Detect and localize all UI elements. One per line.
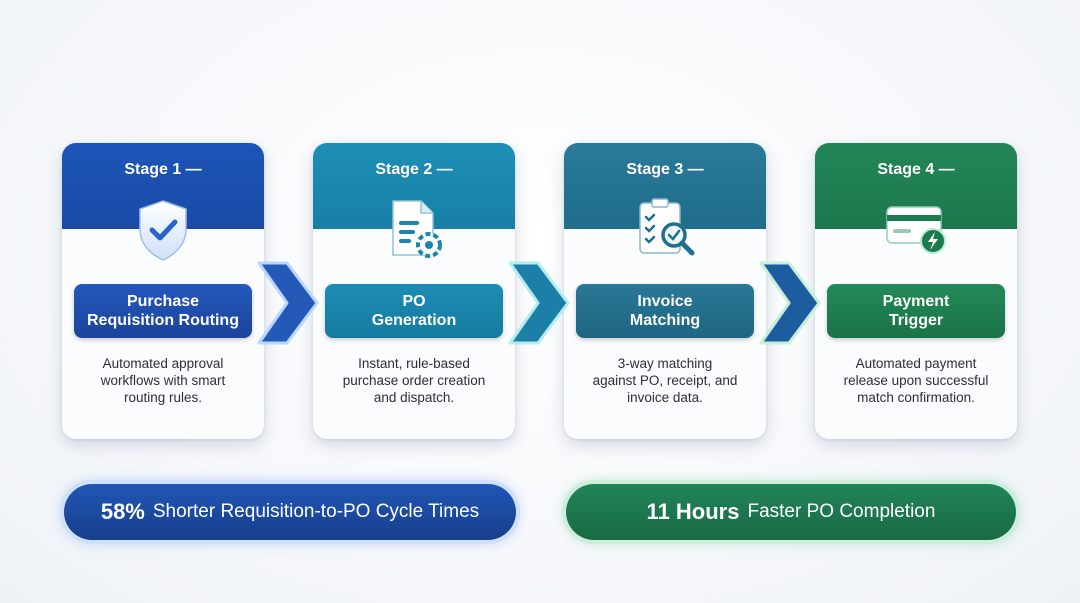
metric-value: 58%: [100, 499, 145, 524]
chevron-right-icon: [508, 261, 570, 345]
chevron-right-icon: [759, 261, 821, 345]
stage-title: Stage 4 —: [877, 161, 955, 178]
metric-label: Shorter Requisition-to-PO Cycle Times: [152, 501, 480, 522]
chevron-right-icon: [257, 261, 319, 345]
stage-title: Stage 3 —: [626, 161, 704, 178]
metric-banner-po-completion: 11 Hours Faster PO Completion: [566, 484, 1016, 540]
metric-label: Faster PO Completion: [747, 501, 936, 522]
metric-value: 11 Hours: [646, 499, 740, 524]
shield-check-icon: [126, 193, 200, 267]
stage-title: Stage 2 —: [375, 161, 453, 178]
document-gear-icon: [377, 193, 451, 267]
checklist-magnifier-icon: [628, 193, 702, 267]
card-bolt-icon: [879, 193, 953, 267]
metric-banner-cycle-time: 58% Shorter Requisition-to-PO Cycle Time…: [64, 484, 516, 540]
stage-title: Stage 1 —: [124, 161, 202, 178]
